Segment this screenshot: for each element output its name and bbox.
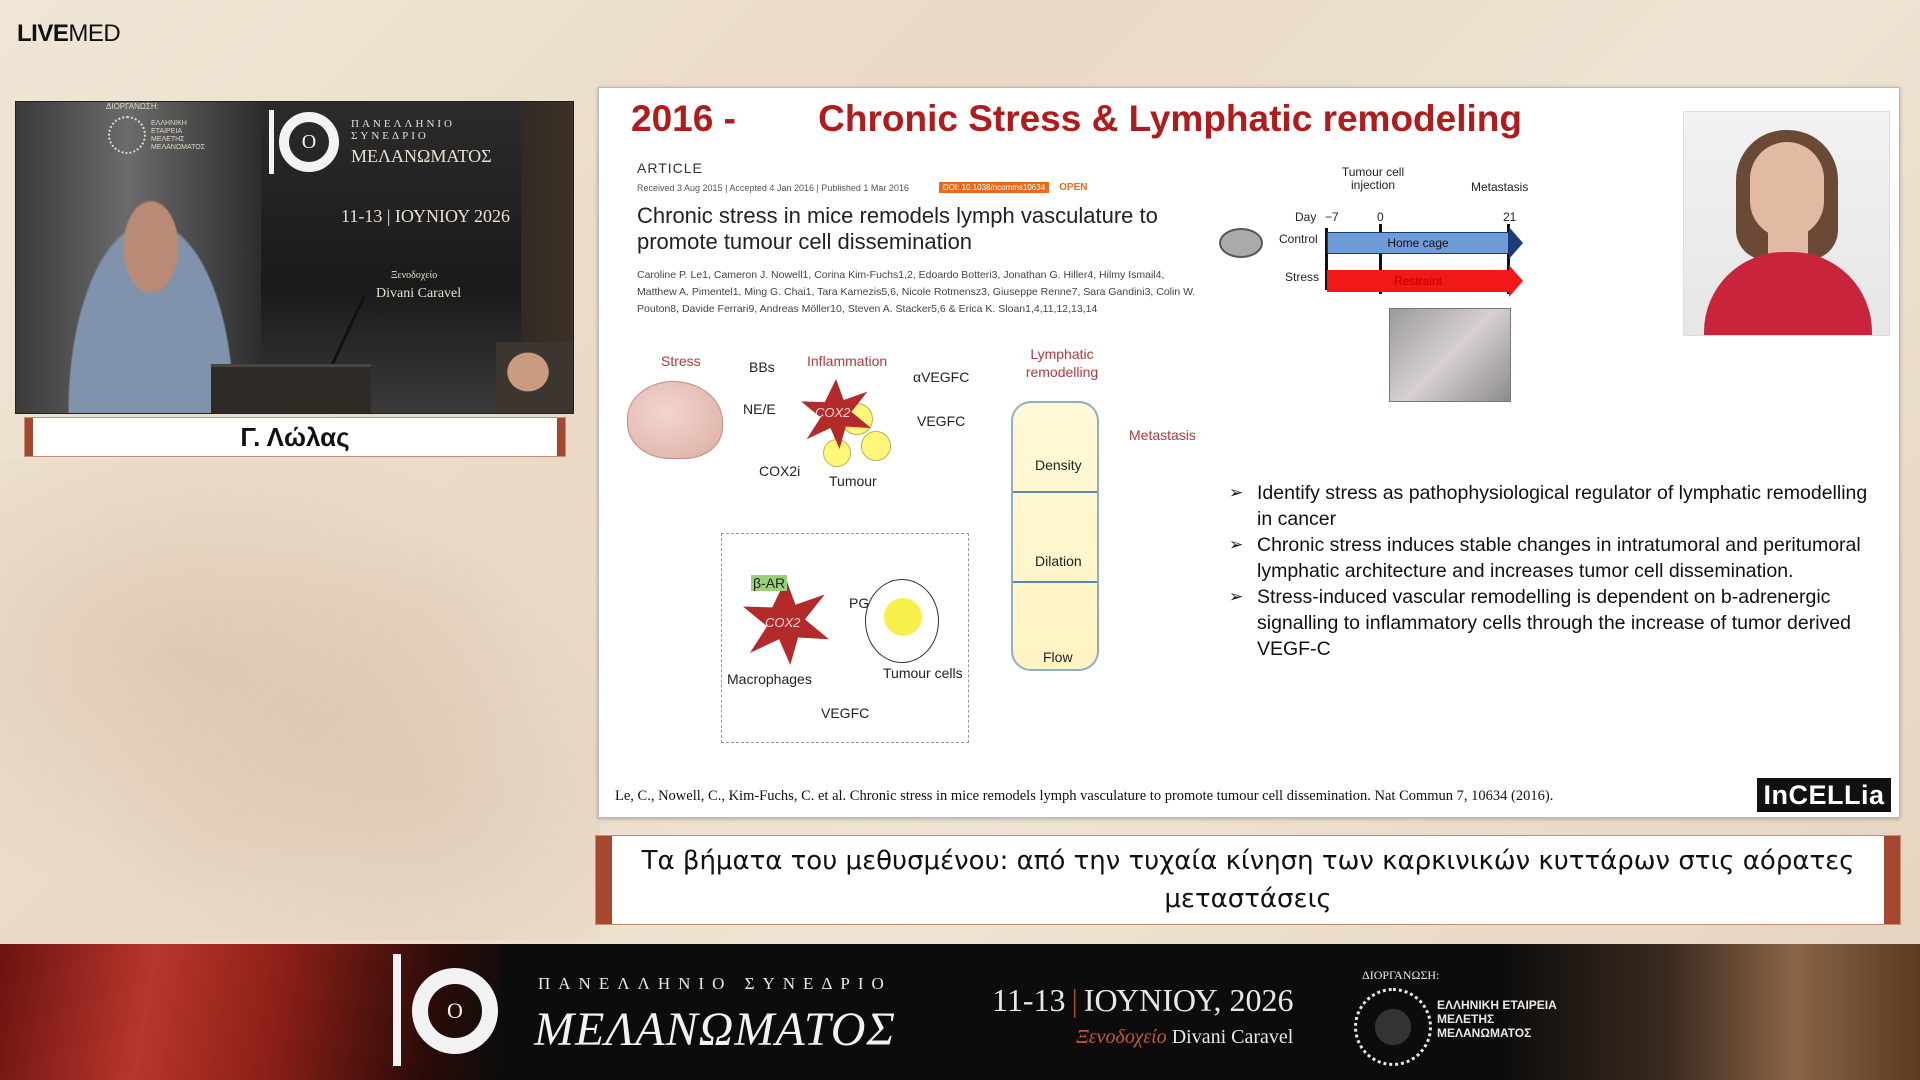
fig-ne-label: NE/E	[743, 401, 776, 417]
footer-line2: ΜΕΛΑΝΩΜΑΤΟΣ	[534, 1003, 896, 1056]
banner-bar	[269, 110, 274, 174]
footer-org-label: ΔΙΟΡΓΑΝΩΣΗ:	[1362, 968, 1440, 982]
timeline-axis-start	[1325, 228, 1328, 290]
fig-cox2-macrophage-label: COX2	[765, 615, 801, 630]
footer-dates-month: ΙΟΥΝΙΟΥ, 2026	[1083, 982, 1294, 1018]
tumour-cell-nucleus	[884, 598, 922, 636]
photo-body	[1704, 252, 1872, 335]
fig-flow-label: Flow	[1043, 649, 1073, 665]
lymphatic-vessel	[1011, 401, 1099, 671]
fig-stress-label: Stress	[661, 353, 701, 369]
presentation-slide: 2016 - Chronic Stress & Lymphatic remode…	[598, 87, 1900, 818]
footer-venue-small: Ξενοδοχείο	[1076, 1026, 1167, 1048]
timeline-day-21: 21	[1503, 210, 1517, 224]
open-access-badge: OPEN	[1059, 182, 1088, 193]
fig-bar-label: β-AR	[751, 575, 788, 591]
footer-org-text: ΕΛΛΗΝΙΚΗ ΕΤΑΙΡΕΙΑ ΜΕΛΕΤΗΣ ΜΕΛΑΝΩΜΑΤΟΣ	[1437, 998, 1557, 1040]
article-label: ARTICLE	[637, 160, 703, 176]
timeline-metastasis-label: Metastasis	[1471, 180, 1529, 194]
fig-cox2i-label: COX2i	[759, 463, 801, 479]
restraint-cage-photo	[1389, 308, 1511, 402]
fig-lymphatic-label: Lymphatic remodelling	[1025, 346, 1099, 380]
fig-bbs-label: BBs	[749, 359, 775, 375]
fig-tumour-cells-label: Tumour cells	[883, 665, 963, 681]
photo-face	[1750, 142, 1824, 238]
tumour-cell-icon	[865, 579, 939, 663]
footer-venue-name: Divani Caravel	[1171, 1026, 1294, 1048]
talk-title-caption: Τα βήματα του μεθυσμένου: από την τυχαία…	[596, 836, 1900, 924]
conference-footer-banner: Ο ΠΑΝΕΛΛΗΝΙΟ ΣΥΝΕΔΡΙΟ ΜΕΛΑΝΩΜΑΤΟΣ 11-13|…	[0, 944, 1920, 1080]
livemed-logo: LIVEMED	[17, 20, 121, 47]
researcher-photo	[1683, 111, 1890, 336]
timeline-home-cage-bar: Home cage	[1327, 232, 1509, 254]
footer-dates-separator: |	[1071, 982, 1078, 1018]
key-points-list: Identify stress as pathophysiological re…	[1229, 480, 1879, 662]
footer-dates-days: 11-13	[992, 982, 1066, 1018]
timeline-stress-label: Stress	[1285, 270, 1320, 284]
footer-artwork-right	[1500, 944, 1920, 1080]
video-conference-banner: Ο ΠΑΝΕΛΛΗΝΙΟ ΣΥΝΕΔΡΙΟ ΜΕΛΑΝΩΜΑΤΟΣ 11-13 …	[261, 102, 521, 413]
video-org-label: ΔΙΟΡΓΑΝΩΣΗ:	[106, 102, 159, 111]
banner-ring-icon: Ο	[279, 112, 339, 172]
banner-line1: ΠΑΝΕΛΛΗΝΙΟ ΣΥΝΕΔΡΙΟ	[351, 118, 455, 142]
banner-dates: 11-13 | ΙΟΥΝΙΟΥ 2026	[341, 206, 510, 226]
timeline-axis-end	[1507, 224, 1510, 294]
mechanism-figure: Stress BBs NE/E COX2i Inflammation COX2 …	[621, 343, 1201, 743]
fig-macrophages-label: Macrophages	[727, 671, 812, 687]
footer-logo-bar	[393, 954, 401, 1066]
incellia-logo: InCELLia	[1757, 778, 1891, 812]
article-meta: Received 3 Aug 2015 | Accepted 4 Jan 201…	[637, 182, 1207, 193]
fig-dilation-label: Dilation	[1035, 553, 1082, 569]
footer-venue: Ξενοδοχείο Divani Caravel	[1076, 1026, 1293, 1049]
fig-inflammation-label: Inflammation	[807, 353, 888, 369]
slide-title: 2016 - Chronic Stress & Lymphatic remode…	[631, 98, 1522, 139]
vessel-divider	[1013, 581, 1097, 583]
key-point: Identify stress as pathophysiological re…	[1229, 480, 1879, 532]
timeline-home-arrow	[1509, 227, 1523, 259]
key-point: Chronic stress induces stable changes in…	[1229, 532, 1879, 584]
mouse-icon	[1219, 228, 1263, 258]
timeline-day-minus7: −7	[1325, 210, 1339, 224]
timeline-restraint-bar: Restraint	[1327, 270, 1509, 292]
fig-metastasis-label: Metastasis	[1129, 427, 1196, 443]
speaker-video: ΔΙΟΡΓΑΝΩΣΗ: ΕΛΛΗΝΙΚΗ ΕΤΑΙΡΕΙΑ ΜΕΛΕΤΗΣ ΜΕ…	[15, 101, 574, 414]
experiment-timeline: Tumour cell injection Metastasis Day −7 …	[1209, 166, 1549, 416]
article-headline: Chronic stress in mice remodels lymph va…	[637, 203, 1158, 254]
slide-citation: Le, C., Nowell, C., Kim-Fuchs, C. et al.…	[615, 788, 1554, 804]
tumour-cell	[861, 431, 891, 461]
fig-avegfc-label: αVEGFC	[913, 369, 970, 385]
footer-dates: 11-13|ΙΟΥΝΙΟΥ, 2026	[992, 982, 1293, 1019]
key-point: Stress-induced vascular remodelling is d…	[1229, 584, 1879, 662]
audience-figure	[496, 342, 573, 413]
timeline-stress-arrow	[1509, 265, 1523, 297]
fig-vegfc-bottom-label: VEGFC	[821, 705, 870, 721]
footer-line1: ΠΑΝΕΛΛΗΝΙΟ ΣΥΝΕΔΡΙΟ	[538, 974, 892, 993]
fig-cox2-label: COX2	[815, 405, 851, 420]
video-org-text: ΕΛΛΗΝΙΚΗ ΕΤΑΙΡΕΙΑ ΜΕΛΕΤΗΣ ΜΕΛΑΝΩΜΑΤΟΣ	[151, 120, 206, 151]
timeline-axis-injection	[1379, 224, 1382, 294]
article-authors: Caroline P. Le1, Cameron J. Nowell1, Cor…	[637, 269, 1196, 315]
timeline-control-label: Control	[1279, 232, 1318, 246]
banner-venue-small: Ξενοδοχείο	[391, 270, 438, 281]
brain-icon	[627, 381, 723, 459]
fig-vegfc-label: VEGFC	[917, 413, 966, 429]
article-doi-badge: DOI: 10.1038/ncomms10634	[938, 182, 1050, 193]
speaker-name-card: Γ. Λώλας	[25, 418, 565, 456]
vessel-divider	[1013, 491, 1097, 493]
video-org-seal-icon	[108, 116, 146, 154]
timeline-day-label: Day	[1295, 210, 1317, 224]
footer-org-seal-icon	[1354, 988, 1432, 1066]
article-dates: Received 3 Aug 2015 | Accepted 4 Jan 201…	[637, 182, 909, 193]
article-header: ARTICLE Received 3 Aug 2015 | Accepted 4…	[637, 160, 1207, 318]
macrophage-detail-box	[721, 533, 969, 743]
timeline-injection-label: Tumour cell injection	[1341, 165, 1405, 192]
fig-density-label: Density	[1035, 457, 1082, 473]
banner-venue: Divani Caravel	[376, 286, 462, 301]
footer-ring-icon: Ο	[412, 968, 498, 1054]
background-decoration	[0, 460, 600, 940]
timeline-day-0: 0	[1377, 210, 1384, 224]
podium	[211, 364, 371, 413]
fig-tumour-label: Tumour	[829, 473, 877, 489]
banner-line2: ΜΕΛΑΝΩΜΑΤΟΣ	[351, 146, 492, 166]
